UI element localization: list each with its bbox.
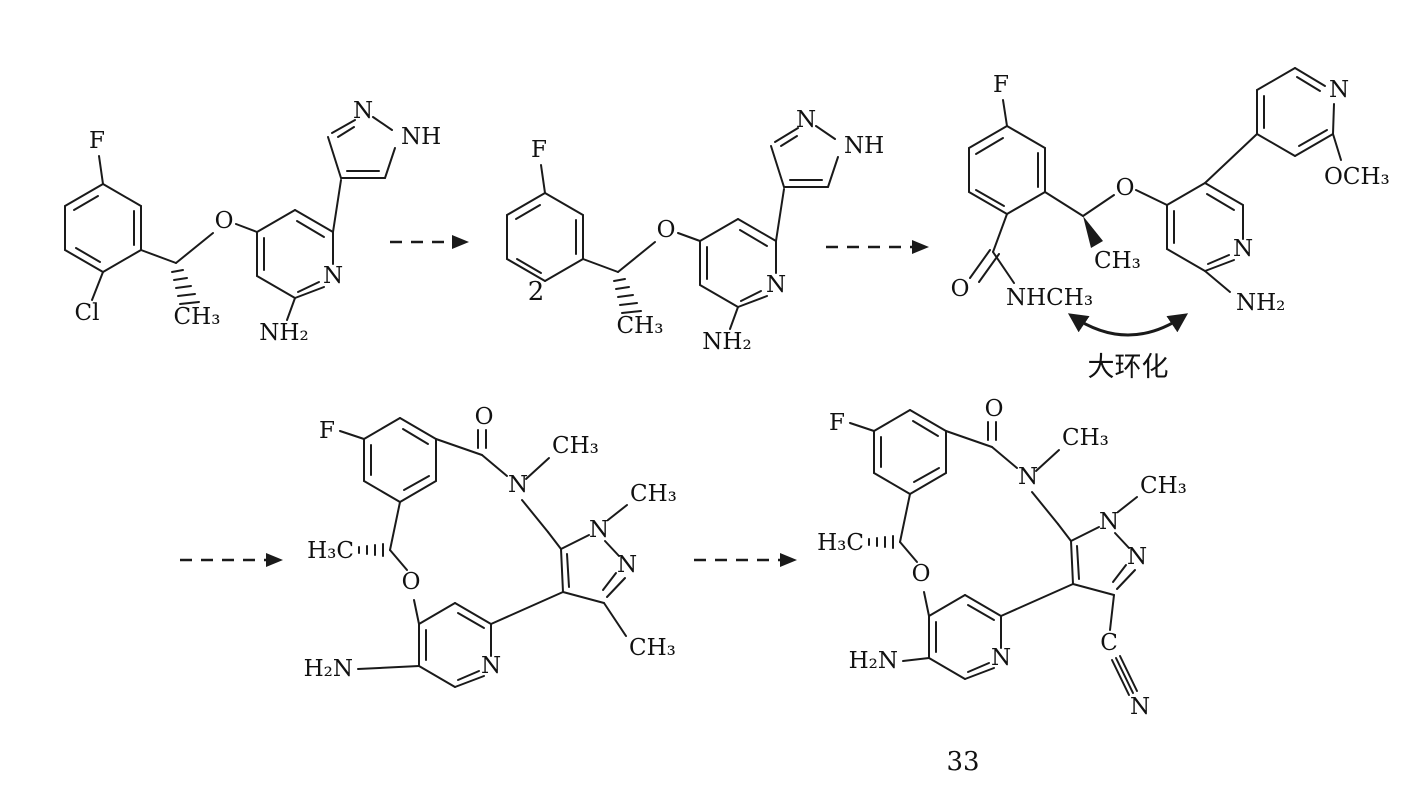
compound-5: F O N CH₃ N CH₃ N C N N H₂N O H₃C 33 [817,396,1187,777]
compound-3: F O NHCH₃ CH₃ O N NH₂ N OCH₃ 大环化 [951,67,1390,383]
atom-label-pyrazole-n-methyl: CH₃ [630,481,677,507]
atom-label-n-methylamide: NHCH₃ [1006,285,1093,311]
atom-label-amino: H₂N [849,648,898,674]
atom-label-amino: NH₂ [259,320,308,346]
atom-label-fluorine: F [829,410,845,436]
atom-label-pyrazole-3-methyl: CH₃ [629,635,676,661]
atom-label-pyridine-nitrogen: N [766,272,786,298]
atom-label-fluorine: F [89,128,105,154]
atom-label-ether-oxygen: O [215,208,234,234]
compound-3-bonds [968,67,1342,293]
atom-label-amino: NH₂ [1236,290,1285,316]
reaction-arrow-3 [180,553,283,567]
compound-2: F 2 CH₃ O N NH₂ N NH [506,107,884,355]
atom-label-ring-oxygen: O [402,569,421,595]
atom-label-fluorine: F [319,418,335,444]
compound-4: F O N CH₃ N CH₃ N CH₃ N H₂N O H₃C [304,404,677,688]
atom-label-pyrazole-nh: NH [844,133,884,159]
compound-number-33: 33 [946,747,979,777]
atom-label-stereo-methyl: H₃C [307,538,354,564]
atom-label-fluorine: F [531,137,547,163]
compound-4-bonds [339,417,628,688]
atom-label-methoxypyridine-nitrogen: N [1329,77,1349,103]
atom-label-pyrazole-nitrogen: N [353,98,373,124]
reaction-arrow-4 [694,553,797,567]
atom-label-methyl: CH₃ [174,304,221,330]
atom-label-pyridine-nitrogen: N [1233,236,1253,262]
atom-label-fluorine: F [993,72,1009,98]
compound-1: F Cl CH₃ O N NH₂ N NH [64,98,441,346]
atom-label-pyrazole-n-methyl: CH₃ [1140,473,1187,499]
atom-label-carbonyl-oxygen: O [475,404,494,430]
atom-label-pyridine-nitrogen: N [481,653,501,679]
atom-label-ring-oxygen: O [912,561,931,587]
atom-label-pyrazole-n2: N [1127,544,1147,570]
atom-label-amide-nitrogen: N [508,472,528,498]
compound-number-2: 2 [528,277,545,307]
atom-label-nitrile-carbon: C [1100,630,1118,656]
macrocyclization-label: 大环化 [1088,352,1169,383]
atom-label-ether-oxygen: O [1116,175,1135,201]
atom-label-carbonyl-oxygen: O [985,396,1004,422]
atom-label-methyl: CH₃ [1094,248,1141,274]
macrocyclization-arrow [1067,313,1189,337]
atom-label-n-methyl: CH₃ [552,433,599,459]
atom-label-amino: NH₂ [702,329,751,355]
atom-label-carbonyl-oxygen: O [951,276,970,302]
reaction-arrow-1 [390,235,469,249]
atom-label-ether-oxygen: O [657,217,676,243]
atom-label-amide-nitrogen: N [1018,464,1038,490]
compound-5-bonds [849,409,1138,696]
atom-label-stereo-methyl: H₃C [817,530,864,556]
atom-label-pyrazole-nitrogen: N [796,107,816,133]
atom-label-methoxy: OCH₃ [1324,164,1390,190]
reaction-arrow-2 [826,240,929,254]
atom-label-pyrazole-nh: NH [401,124,441,150]
atom-label-pyrazole-n2: N [617,552,637,578]
atom-label-methyl: CH₃ [617,313,664,339]
atom-label-nitrile-nitrogen: N [1130,694,1150,720]
atom-label-pyridine-nitrogen: N [323,263,343,289]
atom-label-amino: H₂N [304,656,353,682]
atom-label-pyrazole-n1: N [1099,509,1119,535]
atom-label-n-methyl: CH₃ [1062,425,1109,451]
atom-label-pyrazole-n1: N [589,517,609,543]
compound-2-bonds [506,125,839,330]
atom-label-chlorine: Cl [75,300,100,326]
compound-1-bonds [64,116,396,321]
atom-label-pyridine-nitrogen: N [991,645,1011,671]
